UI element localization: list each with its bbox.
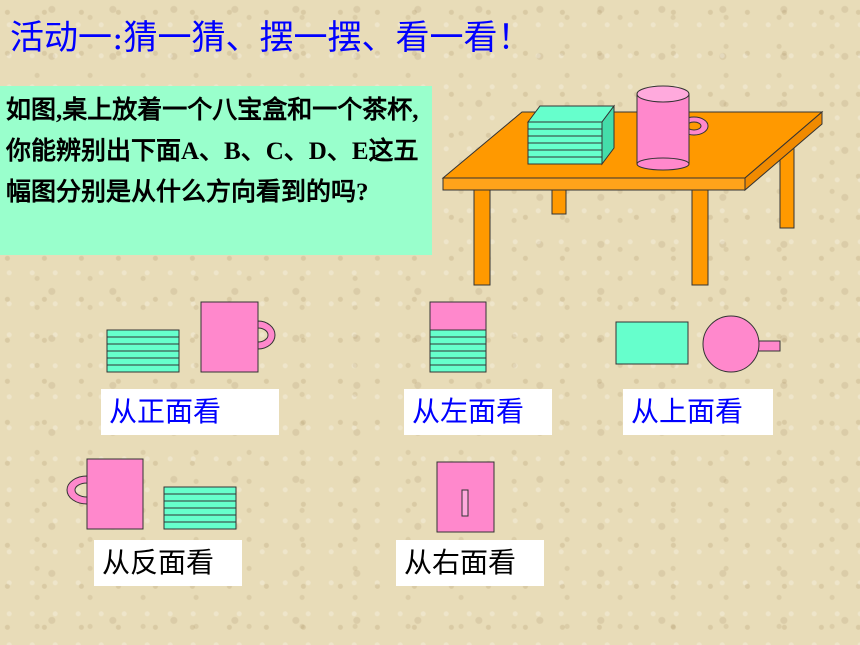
tea-cup-illustration bbox=[636, 85, 709, 171]
back-view-label: 从反面看 bbox=[94, 540, 242, 586]
table-top-side-edge bbox=[744, 110, 823, 192]
table-leg-front-left bbox=[473, 187, 491, 286]
left-view-label: 从左面看 bbox=[404, 389, 552, 435]
right-view-figure bbox=[436, 461, 495, 533]
top-view-label: 从上面看 bbox=[623, 389, 773, 435]
right-view-label: 从右面看 bbox=[396, 540, 544, 586]
table-illustration bbox=[441, 110, 824, 286]
table-leg-back-left bbox=[551, 187, 567, 215]
front-view-figure bbox=[106, 301, 276, 373]
top-view-figure bbox=[615, 315, 781, 373]
treasure-box-illustration bbox=[527, 104, 615, 166]
table-top-front-edge bbox=[442, 177, 746, 191]
page-title: 活动一:猜一猜、摆一摆、看一看！ bbox=[10, 18, 532, 58]
question-box: 如图,桌上放着一个八宝盒和一个茶杯,你能辨别出下面A、B、C、D、E这五幅图分别… bbox=[0, 86, 432, 255]
table-leg-front-right bbox=[691, 187, 709, 286]
front-view-label: 从正面看 bbox=[101, 389, 279, 435]
left-view-figure bbox=[429, 301, 487, 373]
back-view-figure bbox=[66, 458, 237, 530]
